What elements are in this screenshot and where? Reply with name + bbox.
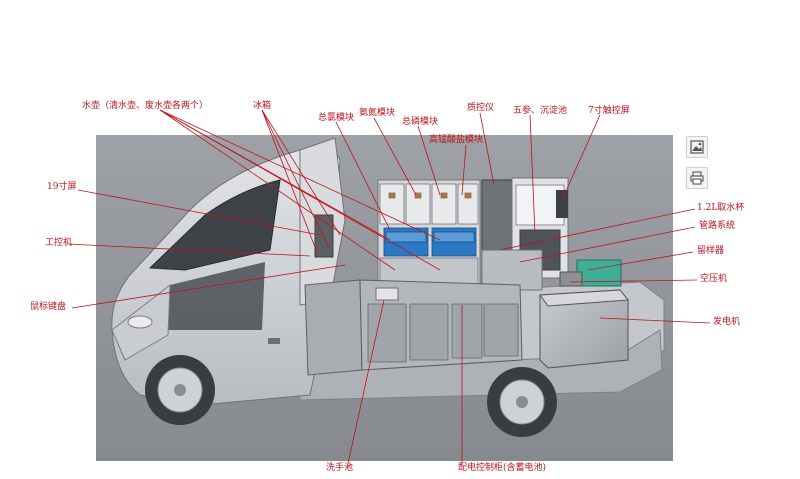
print-icon bbox=[690, 171, 704, 185]
print-tool-button[interactable] bbox=[686, 167, 708, 189]
air-compressor-unit bbox=[559, 271, 583, 287]
mass-control-unit bbox=[481, 179, 513, 251]
label-generator: 发电机 bbox=[713, 317, 741, 327]
label-ammonia: 氨氮模块 bbox=[359, 108, 396, 118]
pipe-area bbox=[481, 249, 543, 291]
label-touch-screen: 7寸触控屏 bbox=[588, 106, 630, 116]
label-total-chlorine: 总氯模块 bbox=[318, 113, 355, 123]
label-pipe-system: 管路系统 bbox=[699, 221, 736, 231]
label-mass-control: 质控仪 bbox=[467, 103, 495, 113]
label-sink: 洗手池 bbox=[326, 463, 354, 473]
label-screen-19: 19寸屏 bbox=[47, 182, 77, 192]
label-water-tank: 水壶（清水壶、废水壶各两个） bbox=[82, 101, 209, 111]
label-sampler: 留样器 bbox=[697, 246, 725, 256]
sink-cabinet bbox=[304, 279, 363, 376]
label-air-compressor: 空压机 bbox=[700, 274, 728, 284]
label-mouse-keyboard: 鼠标键盘 bbox=[30, 302, 67, 312]
analysis-modules bbox=[379, 183, 479, 225]
door-handle bbox=[268, 338, 280, 344]
power-cabinet-doors bbox=[367, 303, 519, 363]
label-total-phosphorus: 总磷模块 bbox=[402, 117, 439, 127]
image-icon bbox=[690, 140, 704, 154]
image-tool-button[interactable] bbox=[686, 136, 708, 158]
sink-basin bbox=[375, 287, 399, 301]
leader-lines bbox=[67, 109, 711, 469]
label-fridge: 冰箱 bbox=[253, 101, 272, 111]
label-ipc: 工控机 bbox=[45, 238, 73, 248]
label-five-param: 五参、沉淀池 bbox=[513, 106, 568, 116]
windshield bbox=[148, 179, 281, 271]
label-water-cup: 1.2L取水杯 bbox=[697, 203, 745, 213]
touch-screen-unit bbox=[556, 190, 568, 218]
headlight bbox=[127, 315, 153, 329]
label-power-cabinet: 配电控制柜(含蓄电池) bbox=[458, 463, 547, 473]
label-permanganate: 高锰酸盐模块 bbox=[429, 135, 484, 145]
side-window bbox=[168, 262, 265, 330]
